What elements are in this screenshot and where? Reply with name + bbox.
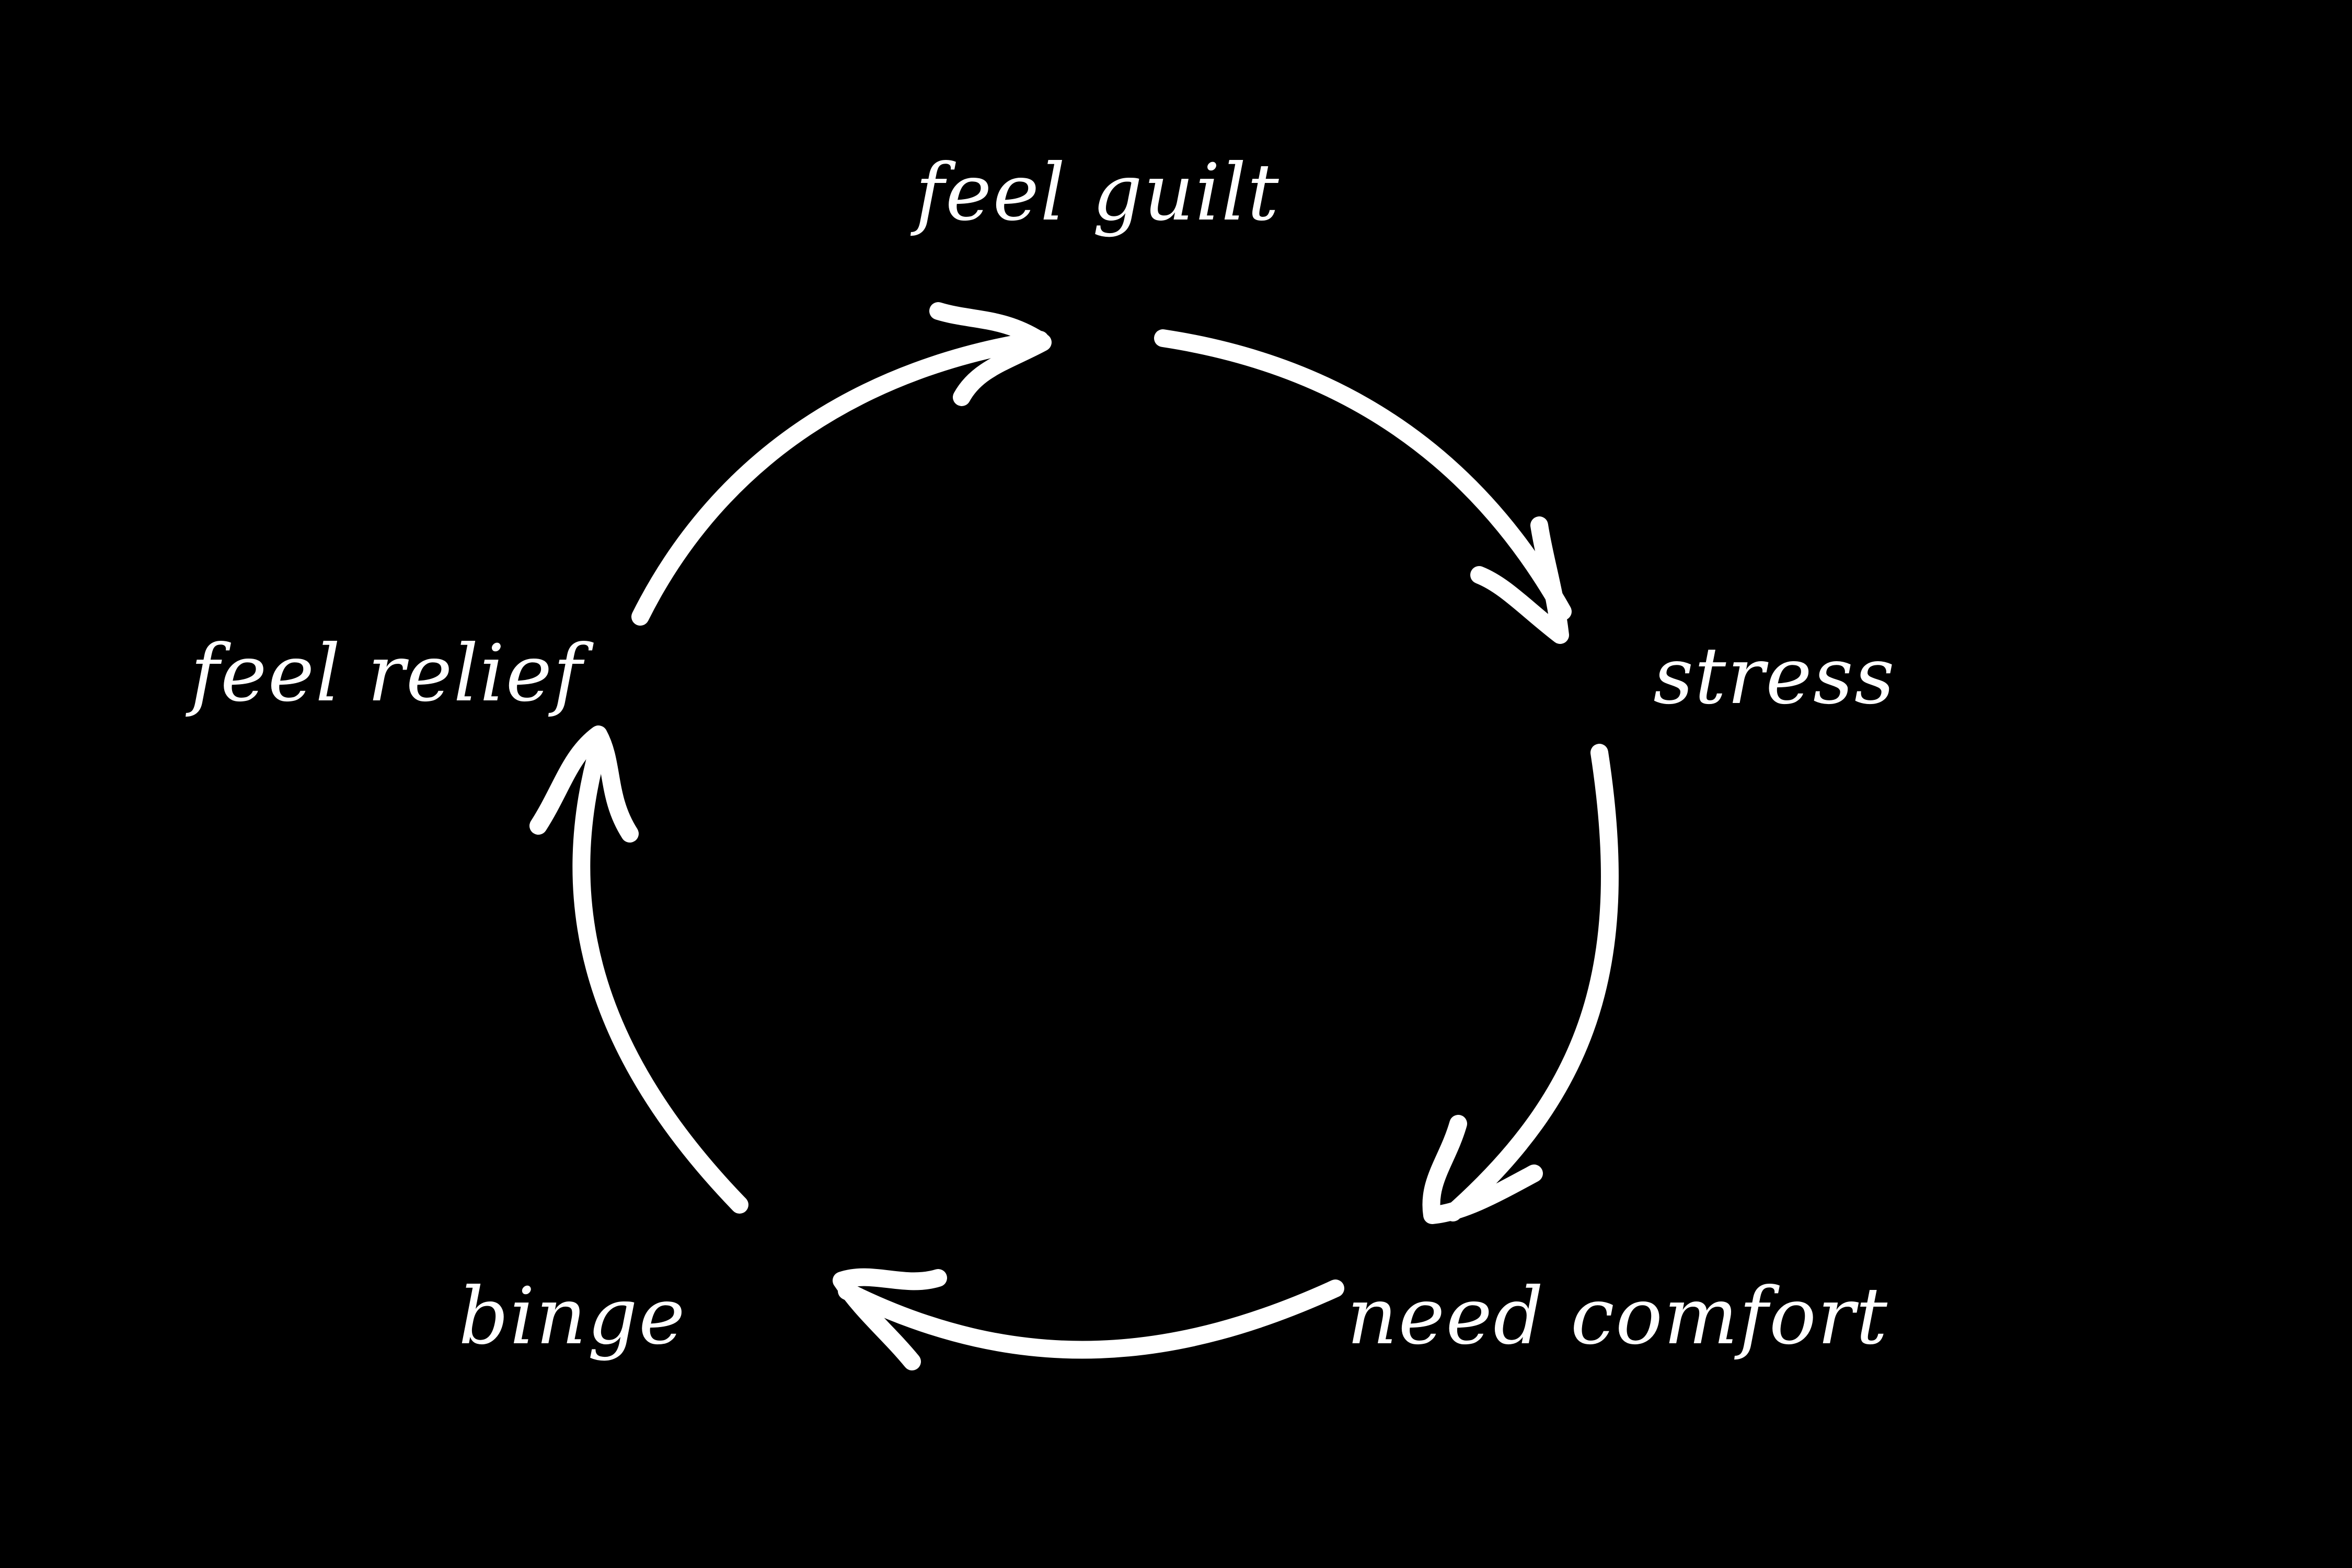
arrow-need-comfort-to-binge <box>833 1268 1344 1370</box>
stage-label-need-comfort: need comfort <box>1347 1271 1888 1362</box>
arrow-feel-relief-to-feel-guilt <box>631 302 1052 626</box>
arrow-binge-to-feel-relief <box>529 725 748 1214</box>
stage-label-feel-guilt: feel guilt <box>910 147 1280 238</box>
arrow-stress-to-need-comfort <box>1422 744 1619 1224</box>
stage-label-feel-relief: feel relief <box>185 628 594 719</box>
arrow-feel-guilt-to-stress <box>1154 329 1572 644</box>
stage-label-binge: binge <box>458 1271 686 1362</box>
stage-label-stress: stress <box>1653 631 1896 722</box>
